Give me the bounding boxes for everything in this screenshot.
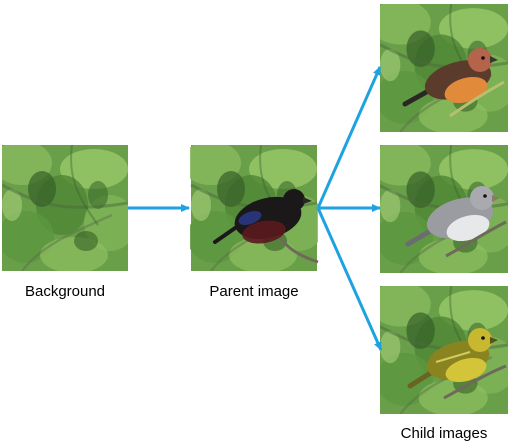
- grey-bird: [405, 186, 507, 258]
- background-caption: Background: [24, 283, 106, 300]
- arrows: [128, 66, 383, 351]
- child-image-1: [380, 4, 508, 132]
- child-image-3: [380, 286, 508, 414]
- children-caption: Child images: [400, 425, 488, 442]
- parent-image: [190, 145, 319, 271]
- background-image: [2, 145, 128, 271]
- parent-caption: Parent image: [209, 283, 299, 300]
- arrow-parent-to-child-3: [316, 207, 383, 351]
- yellow-bird: [407, 328, 507, 400]
- parent-bird-silhouette: [213, 189, 319, 264]
- orange-breasted-bird: [402, 48, 505, 118]
- arrow-parent-to-child-1: [316, 66, 382, 209]
- child-image-2: [380, 145, 508, 273]
